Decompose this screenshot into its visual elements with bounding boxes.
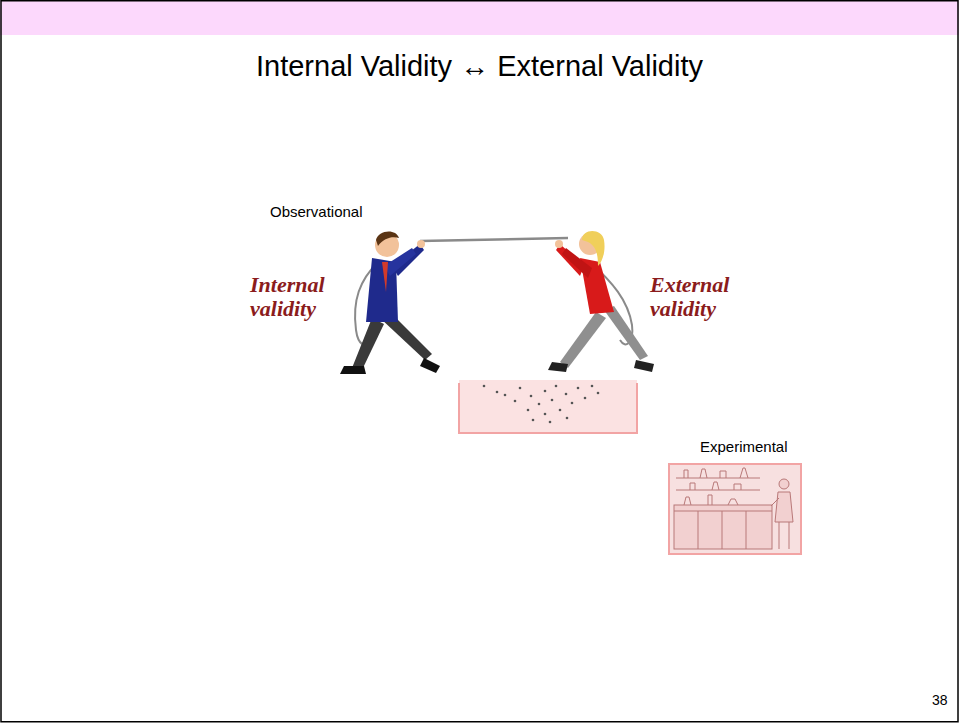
crowd-picture-part-part <box>565 393 568 396</box>
lab-picture-part-part <box>698 511 699 549</box>
lab-picture-part-part <box>684 468 748 478</box>
crowd-picture-part-part <box>483 385 486 388</box>
lab-picture-part-part <box>779 522 789 549</box>
crowd-picture-part-part <box>555 385 558 388</box>
crowd-picture-part-part <box>496 391 499 394</box>
validity-label: External validity <box>650 273 750 321</box>
crowd-picture-part-part <box>538 403 541 406</box>
crowd-picture-part-part <box>559 409 562 412</box>
man-figure-part <box>420 358 440 373</box>
slide-title: Internal Validity ↔ External Validity <box>0 50 959 83</box>
lab-picture-part-part <box>676 490 760 491</box>
lab-picture-part-part <box>674 511 772 512</box>
lab-picture <box>670 465 800 553</box>
lab-picture-part-part <box>690 482 741 490</box>
woman-figure-part <box>555 240 563 248</box>
crowd-picture-part-part <box>584 397 587 400</box>
crowd-picture-part-part <box>514 400 517 403</box>
man-figure-part <box>352 318 384 370</box>
crowd-picture-part-part <box>566 417 569 420</box>
man-figure-part <box>417 240 425 248</box>
slide-frame-part <box>0 0 959 35</box>
crowd-picture-part <box>459 380 637 433</box>
box-heading: Experimental <box>668 437 802 463</box>
tug-of-war-picture <box>340 231 654 374</box>
lab-picture-part <box>674 468 793 549</box>
woman-figure <box>548 231 654 372</box>
page-number: 38 <box>932 692 948 708</box>
lab-picture-part-part <box>684 495 738 505</box>
crowd-picture-part-part <box>549 421 552 424</box>
lab-picture-part-part <box>771 498 779 506</box>
crowd-picture-part <box>483 385 600 424</box>
crowd-picture-part-part <box>591 385 594 388</box>
lab-picture-part-part <box>779 479 789 489</box>
woman-figure-part <box>634 360 654 372</box>
man-figure-part <box>376 231 399 246</box>
crowd-picture-part-part <box>527 409 530 412</box>
validity-label: Internal validity <box>250 273 350 321</box>
group-label: Observational <box>270 203 363 220</box>
crowd-picture-part-part <box>597 392 600 395</box>
woman-figure-part <box>560 312 606 368</box>
man-figure <box>340 231 440 374</box>
woman-figure-part <box>604 306 648 360</box>
lab-picture-part-part <box>775 492 793 522</box>
crowd-picture-part-part <box>530 395 533 398</box>
lab-picture-part-part <box>722 511 723 549</box>
picture-frame <box>668 463 802 555</box>
crowd-picture-part-part <box>571 402 574 405</box>
crowd-picture-part <box>459 383 637 433</box>
lab-picture-part-part <box>746 511 747 549</box>
man-figure-part <box>340 366 366 374</box>
crowd-picture-part-part <box>532 419 535 422</box>
woman-figure-part <box>548 362 568 372</box>
crowd-picture-part-part <box>544 390 547 393</box>
crowd-picture-part-part <box>504 394 507 397</box>
crowd-picture-part-part <box>577 387 580 390</box>
picture-box: Experimental <box>668 437 802 555</box>
crowd-picture <box>459 380 637 433</box>
lab-picture-part <box>670 465 800 553</box>
tug-of-war-picture-part <box>420 238 568 241</box>
crowd-picture-part-part <box>519 387 522 390</box>
crowd-picture-part-part <box>551 399 554 402</box>
lab-picture-part-part <box>674 505 772 549</box>
woman-figure-part <box>582 231 605 266</box>
crowd-picture-part-part <box>544 413 547 416</box>
man-figure-part <box>382 262 388 292</box>
